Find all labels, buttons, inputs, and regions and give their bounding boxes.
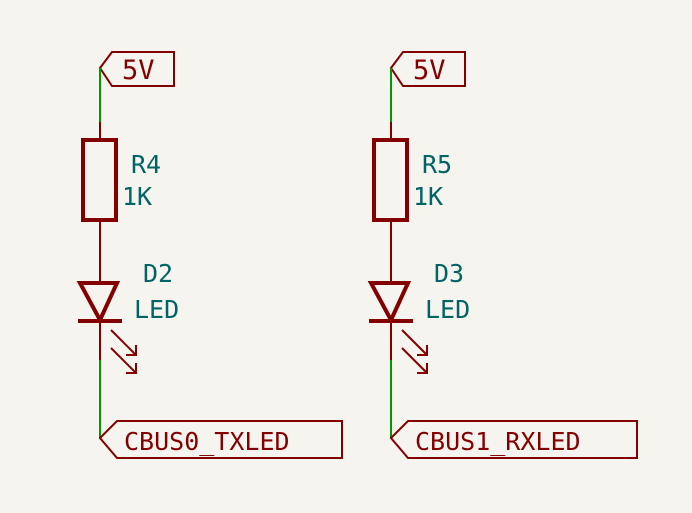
resistor-body[interactable] <box>372 138 409 222</box>
circuit-2: 5V R5 1K D3 LED CBUS1_RXLED <box>367 51 638 459</box>
power-label-5v[interactable]: 5V <box>389 51 466 87</box>
led-value: LED <box>134 295 179 324</box>
led-symbol[interactable] <box>367 281 428 374</box>
net-label-cbus0-txled[interactable]: CBUS0_TXLED <box>98 420 343 459</box>
led-value: LED <box>425 295 470 324</box>
resistor-ref: R5 <box>422 150 452 179</box>
net-label-text: CBUS1_RXLED <box>415 427 581 456</box>
resistor-value: 1K <box>413 182 443 211</box>
led-ref: D2 <box>143 259 173 288</box>
net-label-text: CBUS0_TXLED <box>124 427 290 456</box>
power-label-5v[interactable]: 5V <box>98 51 175 87</box>
resistor-ref: R4 <box>131 150 161 179</box>
light-emission-arrows-icon <box>110 329 137 374</box>
led-ref: D3 <box>434 259 464 288</box>
circuit-1: 5V R4 1K D2 LED CBUS0_TXL <box>76 51 343 459</box>
led-symbol[interactable] <box>76 281 137 374</box>
resistor-value: 1K <box>122 182 152 211</box>
power-label-text: 5V <box>122 55 155 86</box>
net-label-cbus1-rxled[interactable]: CBUS1_RXLED <box>389 420 638 459</box>
resistor-body[interactable] <box>81 138 118 222</box>
light-emission-arrows-icon <box>401 329 428 374</box>
power-label-text: 5V <box>413 55 446 86</box>
